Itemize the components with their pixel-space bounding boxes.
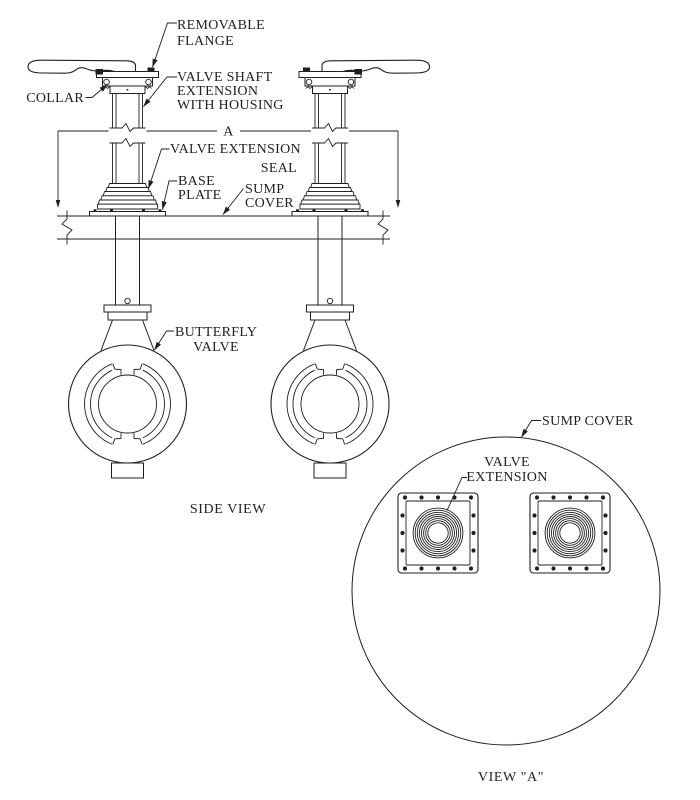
view-a-indicator [55, 130, 401, 208]
label-seal-line2: SEAL [261, 161, 297, 176]
label-seal-line1: VALVE EXTENSION [170, 142, 301, 157]
label-collar: COLLAR [26, 91, 84, 106]
leader-butterfly-valve [154, 330, 174, 351]
label-valve-shaft-line2: EXTENSION [177, 84, 258, 99]
leader-valve-extension-view-a [446, 477, 467, 511]
label-sump-cover-side-line2: COVER [245, 196, 294, 211]
side-view-caption: SIDE VIEW [190, 502, 266, 517]
leader-collar [85, 84, 108, 98]
side-view: REMOVABLE FLANGE VALVE SHAFT EXTENSION W… [26, 18, 431, 517]
leader-valve-shaft-extension [143, 76, 177, 107]
label-butterfly-valve-line1: BUTTERFLY [175, 325, 257, 340]
view-a: SUMP COVER VALVE EXTENSION VIEW "A" [351, 414, 661, 785]
label-base-plate-line1: BASE [178, 174, 215, 189]
left-valve-assembly [27, 59, 188, 479]
right-valve-assembly [270, 59, 431, 479]
leader-base-plate [161, 180, 177, 210]
label-sump-cover-side-line1: SUMP [245, 182, 284, 197]
valve-extension-plate-left [397, 492, 479, 574]
label-valve-shaft-line3: WITH HOUSING [177, 98, 284, 113]
label-valve-extension-line1: VALVE [484, 455, 530, 470]
label-removable-flange-line2: FLANGE [177, 34, 234, 49]
label-valve-extension-line2: EXTENSION [466, 470, 547, 485]
label-butterfly-valve-line2: VALVE [193, 340, 239, 355]
sump-cover-circle [351, 436, 661, 746]
label-sump-cover-view-a: SUMP COVER [542, 414, 634, 429]
leader-sump-cover-side [222, 188, 244, 215]
label-base-plate-line2: PLATE [178, 188, 222, 203]
label-valve-shaft-line1: VALVE SHAFT [177, 70, 273, 85]
leader-sump-cover-view-a [521, 420, 541, 438]
leader-valve-extension-seal [148, 148, 170, 189]
leader-removable-flange [152, 22, 177, 68]
view-a-caption: VIEW "A" [478, 770, 544, 785]
label-removable-flange-line1: REMOVABLE [177, 18, 265, 33]
label-dimension-a: A [223, 125, 234, 140]
valve-extension-plate-right [529, 492, 611, 574]
